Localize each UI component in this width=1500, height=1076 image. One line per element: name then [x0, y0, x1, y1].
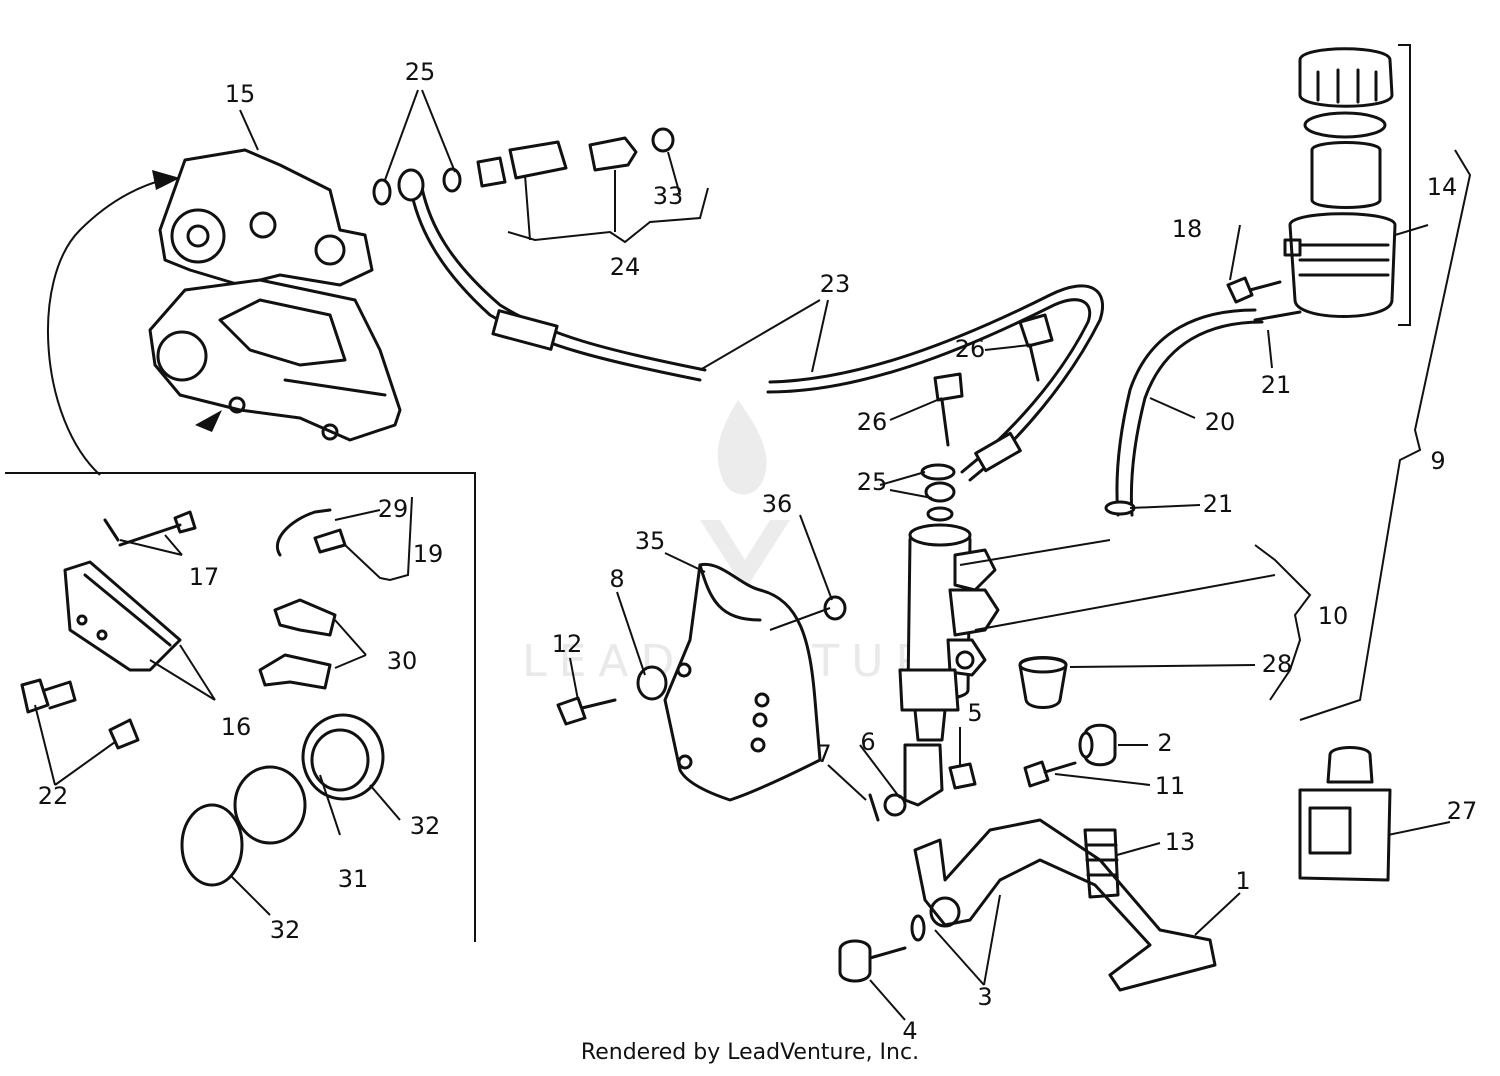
inset-frame: [5, 472, 476, 942]
brake-hose: [410, 186, 1105, 482]
fluid-reservoir: [1253, 47, 1397, 322]
callout-25b: 25: [857, 468, 888, 496]
callout-30: 30: [387, 647, 418, 675]
callout-16: 16: [221, 713, 252, 741]
callout-3: 3: [977, 983, 992, 1011]
callout-15: 15: [225, 80, 256, 108]
callout-5: 5: [967, 699, 982, 727]
callout-35: 35: [635, 527, 666, 555]
callout-28: 28: [1262, 650, 1293, 678]
bracket-14: [1398, 44, 1411, 326]
callout-4: 4: [902, 1017, 917, 1045]
rear-brake-caliper: [148, 148, 402, 442]
callout-7: 7: [816, 740, 831, 768]
clips-30: [258, 598, 337, 690]
arrowhead-icon: [152, 170, 180, 190]
callout-14: 14: [1427, 173, 1458, 201]
callout-23: 23: [820, 270, 851, 298]
guard-35: [663, 562, 822, 802]
callout-9: 9: [1430, 447, 1445, 475]
callout-2: 2: [1157, 729, 1172, 757]
brake-fluid-bottle: [1298, 746, 1392, 882]
callout-27: 27: [1447, 797, 1478, 825]
callout-31: 31: [338, 865, 369, 893]
callout-26a: 26: [955, 335, 986, 363]
bleeder-19: [276, 508, 347, 557]
pins-22: [20, 678, 140, 750]
callout-6: 6: [860, 728, 875, 756]
arrowhead-icon: [195, 410, 222, 432]
callout-12: 12: [552, 630, 583, 658]
callout-32b: 32: [270, 916, 301, 944]
caliper-pointer-arrow: [47, 177, 171, 476]
callout-13: 13: [1165, 828, 1196, 856]
callout-21a: 21: [1261, 371, 1292, 399]
callout-17: 17: [189, 563, 220, 591]
banjo-bolts-26: [920, 313, 1054, 522]
callout-29: 29: [378, 495, 409, 523]
callout-33: 33: [653, 182, 684, 210]
leader-lines: [34, 89, 1451, 1021]
bolt-11: [1023, 723, 1117, 788]
callout-21b: 21: [1203, 490, 1234, 518]
callout-25: 25: [405, 58, 436, 86]
small-hardware: [868, 762, 977, 822]
master-cylinder: [898, 523, 1000, 807]
callout-26b: 26: [857, 408, 888, 436]
callout-10: 10: [1318, 602, 1349, 630]
seals-31-32: [180, 713, 385, 887]
brake-pads-16: [63, 560, 182, 672]
callout-22: 22: [38, 782, 69, 810]
washer-36: [823, 595, 847, 621]
reservoir-hose: [1115, 308, 1257, 517]
callout-32a: 32: [410, 812, 441, 840]
callout-36: 36: [762, 490, 793, 518]
callout-1: 1: [1235, 867, 1250, 895]
bolt-18: [1226, 276, 1282, 304]
cup-28: [1018, 656, 1068, 709]
bracket-9: [1299, 149, 1472, 721]
callout-18: 18: [1172, 215, 1203, 243]
callout-19: 19: [413, 540, 444, 568]
footer-credit: Rendered by LeadVenture, Inc.: [580, 1040, 920, 1065]
callout-8: 8: [609, 565, 624, 593]
hose-fittings-top: [372, 127, 675, 206]
pin-17: [103, 510, 197, 547]
callout-11: 11: [1155, 772, 1186, 800]
callout-24: 24: [610, 253, 641, 281]
callout-20: 20: [1205, 408, 1236, 436]
callout-labels: 15 25 33 24 23 14 18 26 21 20 26 9 25 21…: [38, 58, 1478, 1045]
bolt-12: [556, 665, 668, 726]
brake-pedal: [838, 818, 1217, 992]
